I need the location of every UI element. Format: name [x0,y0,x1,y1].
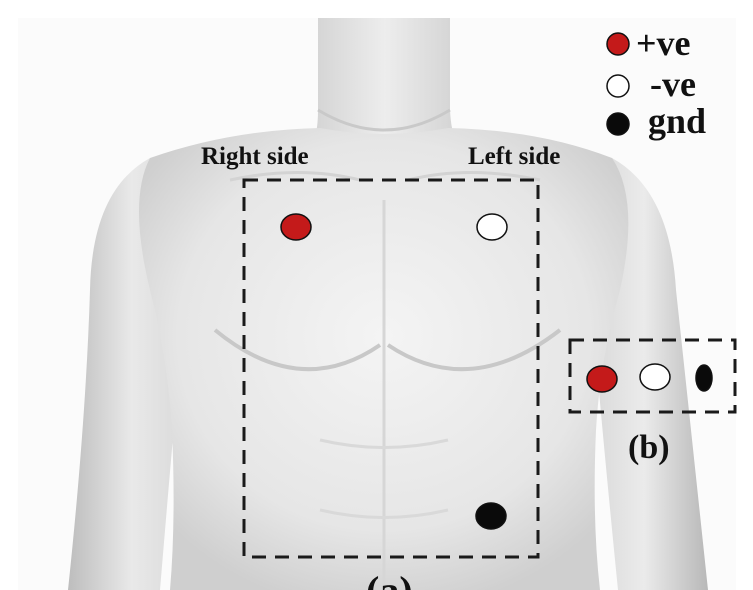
chest-negative-electrode [477,214,507,240]
legend-negative-label: -ve [650,64,696,104]
legend-ground-label: gnd [648,101,706,141]
legend-positive-swatch [607,33,629,55]
left-side-label: Left side [468,143,560,170]
panel-b-label: (b) [628,429,670,466]
arm-positive-electrode [587,366,617,392]
arm-negative-electrode [640,364,670,390]
chest-ground-electrode [476,503,506,529]
legend-positive-label: +ve [636,23,691,63]
arm-ground-electrode [696,365,712,391]
legend-ground-swatch [607,113,629,135]
chest-positive-electrode [281,214,311,240]
right-side-label: Right side [201,143,309,170]
legend-negative-swatch [607,75,629,97]
panel-a-label: (a) [366,568,413,590]
